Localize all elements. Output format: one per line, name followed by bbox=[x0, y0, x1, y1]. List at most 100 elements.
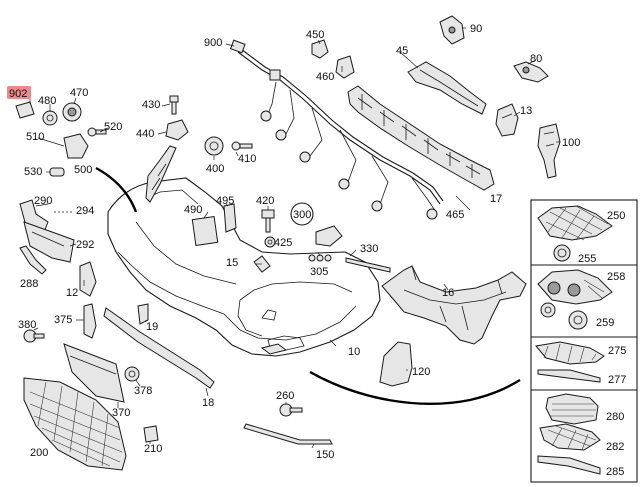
callout-288[interactable]: 288 bbox=[20, 278, 38, 290]
trim-18[interactable] bbox=[103, 307, 215, 389]
callout-460[interactable]: 460 bbox=[316, 71, 334, 83]
reinforcement-16[interactable] bbox=[381, 265, 527, 345]
callout-260[interactable]: 260 bbox=[276, 390, 294, 402]
callout-13[interactable]: 13 bbox=[520, 105, 532, 117]
callout-150[interactable]: 150 bbox=[316, 449, 334, 461]
bracket-90[interactable] bbox=[439, 15, 465, 45]
strip-288[interactable] bbox=[19, 245, 47, 275]
cross-member[interactable] bbox=[407, 61, 487, 115]
rivet-400[interactable] bbox=[204, 136, 224, 156]
fog-cover-258[interactable] bbox=[537, 269, 613, 305]
bolt-430[interactable] bbox=[169, 95, 179, 115]
clip-450[interactable] bbox=[311, 39, 329, 59]
grille-282[interactable] bbox=[539, 423, 601, 451]
bracket-120[interactable] bbox=[379, 341, 413, 387]
sensor-470[interactable] bbox=[62, 102, 82, 122]
callout-430[interactable]: 430 bbox=[142, 99, 160, 111]
callout-495[interactable]: 495 bbox=[216, 195, 234, 207]
callout-530[interactable]: 530 bbox=[24, 166, 42, 178]
callout-425[interactable]: 425 bbox=[274, 237, 292, 249]
callout-480[interactable]: 480 bbox=[38, 95, 56, 107]
clip-495[interactable] bbox=[223, 203, 237, 233]
callout-410[interactable]: 410 bbox=[238, 153, 256, 165]
callout-19[interactable]: 19 bbox=[146, 321, 158, 333]
grille-280[interactable] bbox=[545, 393, 599, 425]
bracket-292[interactable] bbox=[23, 221, 75, 263]
callout-375[interactable]: 375 bbox=[54, 314, 72, 326]
screw-410[interactable] bbox=[231, 141, 253, 151]
module-490[interactable] bbox=[191, 216, 219, 246]
callout-294[interactable]: 294 bbox=[76, 205, 94, 217]
callout-290[interactable]: 290 bbox=[34, 195, 52, 207]
ring-480[interactable] bbox=[42, 110, 58, 126]
callout-100[interactable]: 100 bbox=[562, 137, 580, 149]
callout-378[interactable]: 378 bbox=[134, 385, 152, 397]
grille-200[interactable] bbox=[23, 377, 127, 471]
cap-378[interactable] bbox=[124, 366, 140, 382]
callout-280[interactable]: 280 bbox=[606, 411, 624, 423]
callout-370[interactable]: 370 bbox=[112, 407, 130, 419]
callout-12[interactable]: 12 bbox=[66, 287, 78, 299]
bracket-100[interactable] bbox=[537, 123, 561, 179]
bracket-375[interactable] bbox=[83, 303, 97, 339]
ring-255[interactable] bbox=[553, 244, 571, 262]
bracket-12[interactable] bbox=[79, 261, 97, 297]
sensor-80[interactable] bbox=[513, 61, 549, 83]
callout-490[interactable]: 490 bbox=[184, 204, 202, 216]
callout-420[interactable]: 420 bbox=[256, 195, 274, 207]
bolt-420[interactable] bbox=[261, 209, 275, 233]
callout-510[interactable]: 510 bbox=[26, 131, 44, 143]
callout-380[interactable]: 380 bbox=[18, 319, 36, 331]
callout-902[interactable]: 902 bbox=[9, 88, 27, 100]
callout-450[interactable]: 450 bbox=[306, 29, 324, 41]
callout-400[interactable]: 400 bbox=[206, 163, 224, 175]
callout-465[interactable]: 465 bbox=[446, 209, 464, 221]
clip-19[interactable] bbox=[137, 303, 149, 325]
sensor-holder-510[interactable] bbox=[63, 133, 89, 159]
upper-left-bracket[interactable] bbox=[145, 145, 177, 203]
plate-holder-370[interactable] bbox=[63, 343, 125, 403]
callout-45[interactable]: 45 bbox=[396, 45, 408, 57]
callout-90[interactable]: 90 bbox=[470, 23, 482, 35]
screw-520[interactable] bbox=[87, 127, 107, 137]
callout-258[interactable]: 258 bbox=[607, 271, 625, 283]
screw-380[interactable] bbox=[23, 329, 45, 343]
callout-900[interactable]: 900 bbox=[204, 37, 222, 49]
callout-275[interactable]: 275 bbox=[608, 345, 626, 357]
callout-292[interactable]: 292 bbox=[76, 239, 94, 251]
nut-460[interactable] bbox=[335, 55, 355, 79]
wiring-harness[interactable] bbox=[230, 39, 444, 220]
callout-15[interactable]: 15 bbox=[226, 257, 238, 269]
callout-520[interactable]: 520 bbox=[104, 121, 122, 133]
callout-16[interactable]: 16 bbox=[442, 287, 454, 299]
grille-275[interactable] bbox=[535, 341, 605, 365]
kit-300[interactable] bbox=[290, 202, 343, 262]
callout-259[interactable]: 259 bbox=[596, 317, 614, 329]
callout-80[interactable]: 80 bbox=[530, 53, 542, 65]
callout-300[interactable]: 300 bbox=[293, 209, 311, 221]
fog-cover-250[interactable] bbox=[537, 205, 613, 241]
bracket-902[interactable] bbox=[15, 101, 35, 119]
callout-470[interactable]: 470 bbox=[70, 87, 88, 99]
callout-200[interactable]: 200 bbox=[30, 447, 48, 459]
trim-strip-330[interactable] bbox=[345, 257, 391, 273]
clip-210[interactable] bbox=[143, 425, 159, 443]
screw-260[interactable] bbox=[279, 403, 303, 417]
strip-277[interactable] bbox=[537, 369, 601, 383]
energy-absorber[interactable] bbox=[347, 85, 495, 191]
callout-285[interactable]: 285 bbox=[606, 466, 624, 478]
washer-425[interactable] bbox=[264, 236, 276, 248]
callout-210[interactable]: 210 bbox=[144, 443, 162, 455]
callout-305[interactable]: 305 bbox=[310, 266, 328, 278]
bracket-13[interactable] bbox=[495, 103, 519, 137]
trim-strip-150[interactable] bbox=[243, 423, 333, 445]
callout-10[interactable]: 10 bbox=[348, 346, 360, 358]
callout-500[interactable]: 500 bbox=[74, 164, 92, 176]
callout-277[interactable]: 277 bbox=[608, 374, 626, 386]
clip-440[interactable] bbox=[165, 119, 189, 141]
callout-120[interactable]: 120 bbox=[412, 366, 430, 378]
callout-18[interactable]: 18 bbox=[202, 397, 214, 409]
ring-259[interactable] bbox=[540, 302, 588, 330]
callout-250[interactable]: 250 bbox=[607, 210, 625, 222]
callout-440[interactable]: 440 bbox=[136, 128, 154, 140]
